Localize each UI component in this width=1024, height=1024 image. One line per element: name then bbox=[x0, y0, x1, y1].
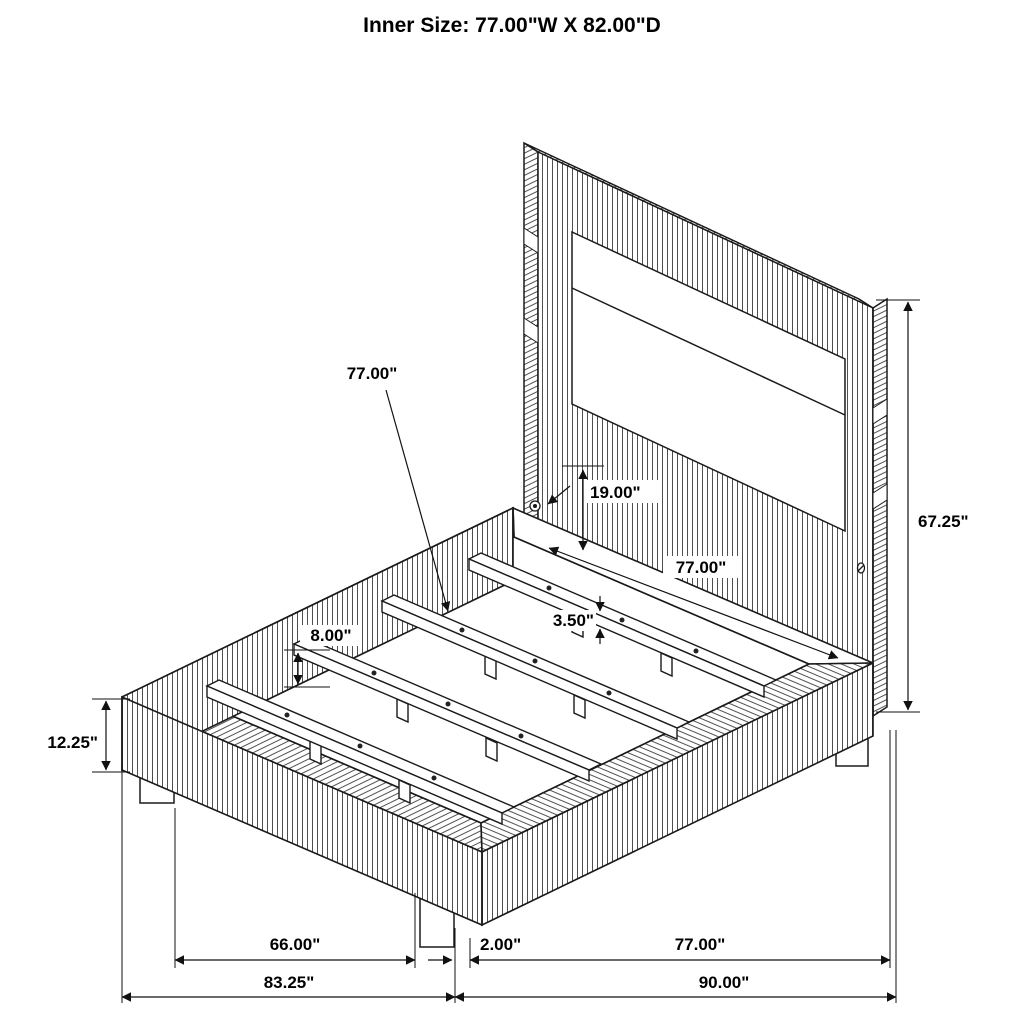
slat-screw bbox=[459, 627, 465, 633]
headboard-right-accent-1 bbox=[872, 398, 888, 425]
dim-headboard-height-label: 67.25" bbox=[918, 512, 969, 531]
headboard-left-face bbox=[523, 141, 539, 562]
slat-screw bbox=[546, 585, 552, 591]
dim-headboard-height: 67.25" bbox=[876, 299, 969, 713]
slat-screw bbox=[693, 648, 699, 654]
dim-deck-to-panel: 19.00" bbox=[547, 465, 660, 551]
side-bolt-hole-mark bbox=[857, 564, 865, 572]
slat-screw bbox=[518, 733, 524, 739]
slat-screw bbox=[357, 743, 363, 749]
dim-deck-to-panel-label: 19.00" bbox=[590, 483, 641, 502]
dim-inner-width: 77.00" bbox=[548, 546, 839, 660]
slat-screw bbox=[606, 690, 612, 696]
slat-screw bbox=[284, 712, 290, 718]
dimension-annotations: 77.00" 19.00" 77.00" 3.50" bbox=[47, 299, 969, 1003]
dim-slat-length: 77.00" bbox=[347, 364, 451, 612]
slat bbox=[205, 679, 516, 826]
dim-base-length: 83.25" bbox=[121, 973, 456, 1002]
dim-overall-width-label: 90.00" bbox=[699, 973, 750, 992]
dim-slat-spacing-label: 8.00" bbox=[310, 626, 351, 645]
extension-lines bbox=[121, 730, 897, 1003]
slat-screw bbox=[371, 670, 377, 676]
dim-slat-spacing: 8.00" bbox=[284, 625, 362, 688]
headboard-right-accent-2 bbox=[872, 483, 888, 510]
dim-inner-length-label: 66.00" bbox=[270, 935, 321, 954]
dim-base-height-label: 12.25" bbox=[47, 733, 98, 752]
slat-screw bbox=[431, 775, 437, 781]
dim-slat-length-label: 77.00" bbox=[347, 364, 398, 383]
slat-front bbox=[206, 684, 503, 826]
slat-front bbox=[381, 599, 678, 741]
dim-leg-inset: 2.00" bbox=[428, 935, 521, 965]
right-rail-face bbox=[481, 661, 874, 927]
dim-slat-thickness: 3.50" bbox=[532, 596, 605, 644]
headboard-panel-divider bbox=[571, 287, 846, 416]
dim-overall-width: 90.00" bbox=[454, 973, 897, 1002]
bolt-hole-center-icon bbox=[532, 503, 538, 509]
slat-screw bbox=[532, 658, 538, 664]
slat-front bbox=[293, 642, 590, 783]
slat-leg bbox=[485, 736, 498, 763]
dim-base-length-label: 83.25" bbox=[264, 973, 315, 992]
dim-inner-width-label: 77.00" bbox=[676, 558, 727, 577]
dim-leg-inset-label: 2.00" bbox=[480, 935, 521, 954]
headboard-left-accent-2 bbox=[523, 317, 539, 344]
headboard-light-panel bbox=[571, 230, 846, 533]
headboard-left-accent-1 bbox=[523, 227, 539, 254]
dim-slat-thickness-label: 3.50" bbox=[553, 611, 594, 630]
slat-screw bbox=[619, 617, 625, 623]
dim-base-height: 12.25" bbox=[47, 698, 130, 773]
dim-inner-length: 66.00" bbox=[174, 935, 416, 965]
dim-mattress-width: 77.00" bbox=[469, 935, 891, 965]
diagram-title: Inner Size: 77.00"W X 82.00"D bbox=[363, 14, 661, 37]
slat-screw bbox=[445, 701, 451, 707]
slat bbox=[292, 637, 603, 783]
dim-mattress-width-label: 77.00" bbox=[675, 935, 726, 954]
slat bbox=[380, 594, 691, 741]
